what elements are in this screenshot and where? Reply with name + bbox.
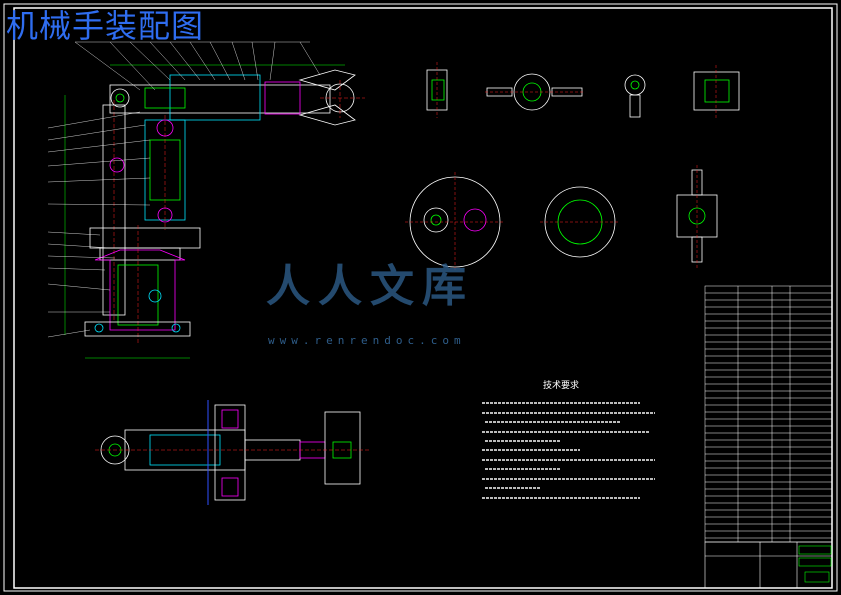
page-title: 机械手装配图 bbox=[6, 7, 205, 45]
main-assembly-view bbox=[47, 41, 365, 359]
title-block bbox=[704, 541, 833, 589]
top-view bbox=[95, 400, 370, 505]
section-views bbox=[405, 62, 740, 272]
parts-list bbox=[704, 285, 833, 543]
outer-frame bbox=[3, 3, 838, 592]
watermark-url: www.renrendoc.com bbox=[268, 334, 466, 347]
technical-requirements-title: 技术要求 bbox=[543, 381, 580, 391]
watermark-logo: 人人文库 bbox=[266, 261, 474, 312]
